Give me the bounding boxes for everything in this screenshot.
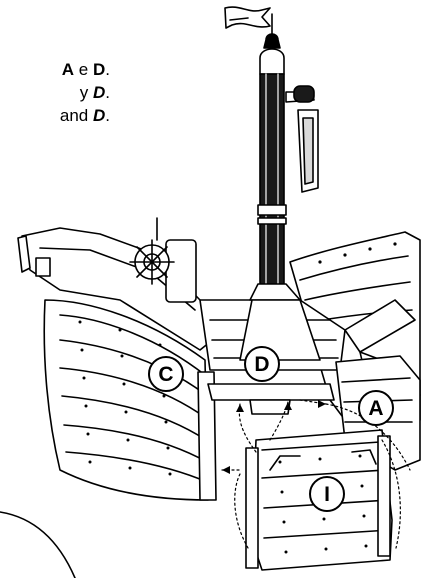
callout-c: C xyxy=(148,356,184,392)
cut-outline-curve xyxy=(0,511,76,578)
callout-d: D xyxy=(244,346,280,382)
arrowheads xyxy=(222,400,326,474)
hull-left-body xyxy=(43,299,217,501)
guide-arrows xyxy=(221,399,411,549)
hull-left-bow xyxy=(17,227,226,351)
callout-i-label: I xyxy=(324,483,330,506)
callout-i: I xyxy=(309,476,345,512)
callout-a: A xyxy=(358,390,394,426)
callout-c-label: C xyxy=(158,363,173,386)
instruction-line-3: and D. xyxy=(59,106,110,125)
crossbar xyxy=(207,383,335,415)
callout-d-label: D xyxy=(254,353,269,376)
instruction-line-1: A e D. xyxy=(61,60,110,79)
steering-wheel-icon xyxy=(129,217,197,303)
mast xyxy=(239,13,321,361)
instruction-line-2: y D. xyxy=(79,83,110,102)
callout-a-label: A xyxy=(368,397,383,420)
